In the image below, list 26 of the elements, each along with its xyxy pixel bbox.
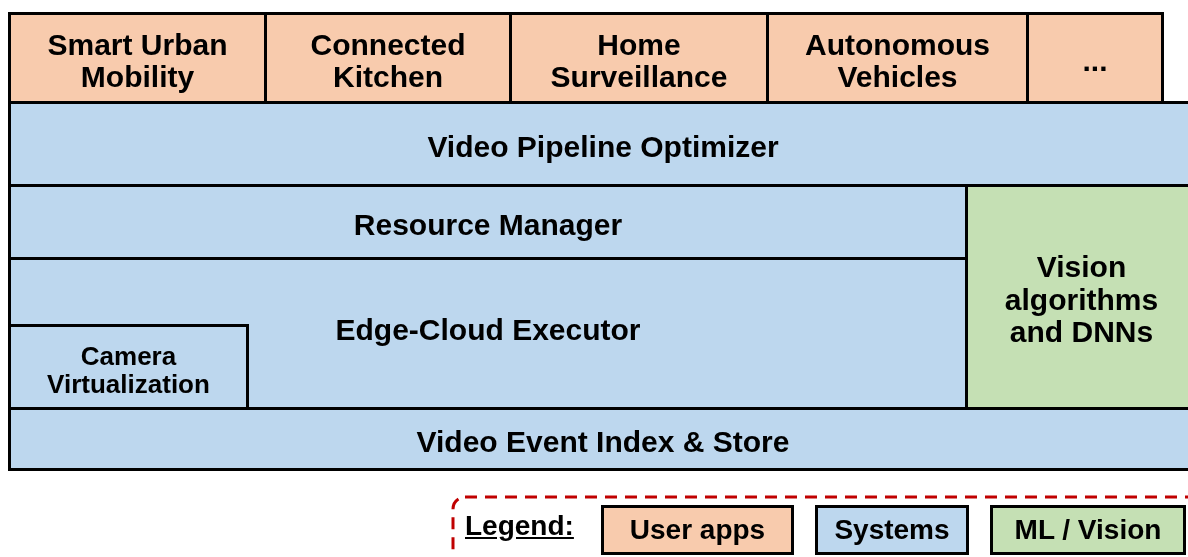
layer-label: Smart Urban Mobility — [46, 28, 229, 94]
layer-label: ... — [1081, 44, 1109, 78]
legend-swatch: Systems — [815, 505, 969, 555]
layer-label: Video Pipeline Optimizer — [426, 130, 780, 164]
layer-label: Video Event Index & Store — [415, 425, 791, 459]
legend-swatch: User apps — [601, 505, 794, 555]
layer-label: Vision algorithms and DNNs — [1003, 251, 1160, 349]
app-box — [8, 12, 267, 104]
system-box — [8, 101, 1188, 187]
ml-box — [965, 184, 1188, 410]
app-box — [264, 12, 512, 104]
system-box — [8, 184, 968, 260]
layer-label: Camera Virtualization — [46, 341, 211, 399]
system-box — [8, 324, 249, 410]
app-box — [1026, 12, 1164, 104]
layer-label: Edge-Cloud Executor — [334, 313, 642, 347]
app-box — [509, 12, 769, 104]
layer-label: Resource Manager — [352, 208, 624, 242]
system-box — [8, 407, 1188, 471]
layer-label: Connected Kitchen — [309, 28, 467, 94]
layer-label: Autonomous Vehicles — [804, 28, 991, 94]
legend-swatch: ML / Vision — [990, 505, 1186, 555]
app-box — [766, 12, 1029, 104]
system-box — [8, 257, 968, 410]
legend-heading: Legend: — [465, 510, 574, 542]
layer-label: Home Surveillance — [549, 28, 729, 94]
